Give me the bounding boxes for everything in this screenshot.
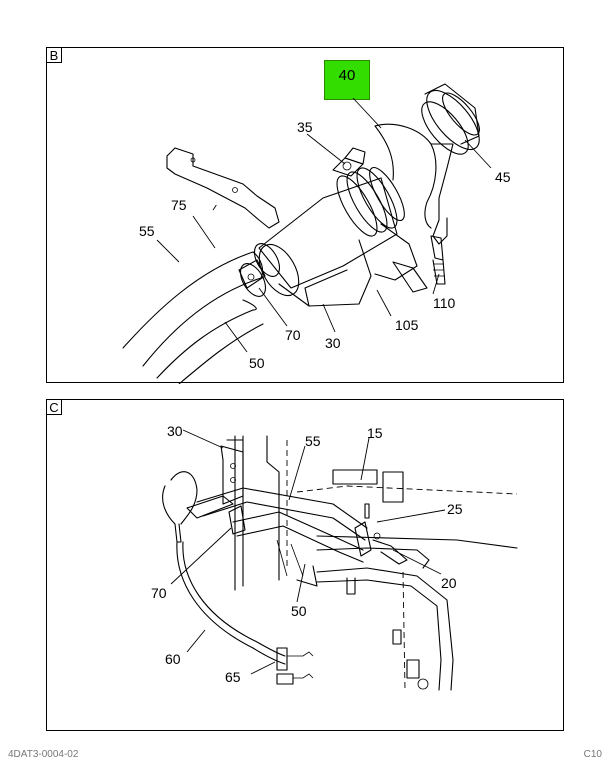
pipe-fittings [354, 503, 430, 569]
panel-letter-c: C [46, 399, 62, 415]
boot-cover [374, 123, 454, 245]
base-bracket [278, 223, 428, 307]
callout-30[interactable]: 30 [167, 423, 183, 439]
hose-assembly [122, 251, 267, 384]
hose-clamp [238, 259, 266, 289]
callout-30[interactable]: 30 [325, 335, 341, 351]
filler-cap [421, 83, 480, 155]
frame-rail [226, 435, 288, 591]
detail-panel-c: C [46, 399, 564, 731]
hose-pair [196, 487, 368, 587]
callout-55[interactable]: 55 [305, 433, 321, 449]
drain-hose [162, 471, 286, 665]
callout-60[interactable]: 60 [165, 651, 181, 667]
callout-55[interactable]: 55 [139, 223, 155, 239]
callout-105[interactable]: 105 [395, 317, 419, 333]
callout-70[interactable]: 70 [151, 585, 167, 601]
hose-clip [276, 647, 314, 685]
panel-b-drawing: 35 45 75 55 110 70 105 30 50 [122, 83, 511, 384]
hose-fitting [430, 235, 446, 285]
panel-c-drawing: 30 55 15 25 20 70 50 60 65 [151, 423, 518, 691]
hose-clamp [228, 505, 246, 535]
callout-35[interactable]: 35 [297, 119, 313, 135]
callout-50[interactable]: 50 [249, 355, 265, 371]
mounting-bracket [166, 147, 280, 229]
page-number: C10 [583, 749, 602, 760]
panel-letter-b: B [46, 47, 62, 63]
callout-70[interactable]: 70 [285, 327, 301, 343]
document-code: 4DAT3-0004-02 [8, 749, 79, 760]
callout-65[interactable]: 65 [225, 669, 241, 685]
callout-20[interactable]: 20 [441, 575, 457, 591]
callout-110[interactable]: 110 [433, 295, 456, 311]
callout-15[interactable]: 15 [367, 425, 383, 441]
callout-75[interactable]: 75 [171, 197, 187, 213]
highlighted-callout-40[interactable]: 40 [324, 60, 370, 100]
callout-45[interactable]: 45 [495, 169, 511, 185]
callout-25[interactable]: 25 [447, 501, 463, 517]
hose-bracket [186, 445, 244, 519]
detail-panel-b: B 40 [46, 47, 564, 384]
crossmember [296, 469, 518, 691]
valve-cylinder [253, 147, 405, 297]
callout-50[interactable]: 50 [291, 603, 307, 619]
